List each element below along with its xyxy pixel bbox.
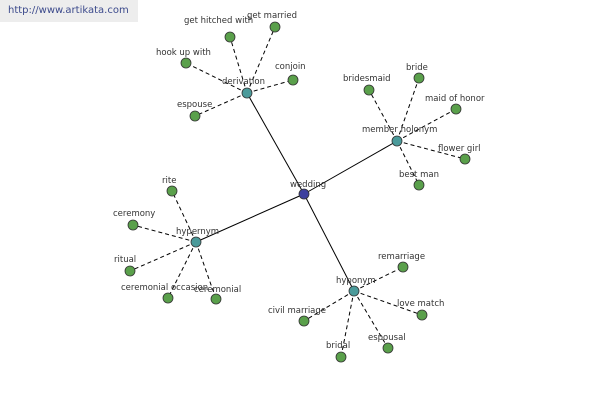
labels-layer: wedding derivation member holonym hypernym h… — [113, 11, 485, 351]
label-espousal: espousal — [368, 333, 406, 343]
edge-member-holonym-bridesmaid — [368, 89, 398, 142]
label-remarriage: remarriage — [378, 252, 425, 262]
label-get-married: get married — [247, 11, 297, 21]
node-hypernym — [190, 236, 202, 248]
edge-member-holonym-flower-girl — [396, 140, 466, 160]
label-ceremonial: ceremonial — [194, 285, 241, 295]
label-conjoin: conjoin — [275, 62, 306, 72]
edge-hyponym-civil-marriage — [303, 290, 355, 322]
node-conjoin — [287, 74, 299, 86]
label-ceremonial-occasion: ceremonial occasion — [121, 283, 208, 293]
edge-hypernym-ceremonial-occasion — [167, 241, 197, 299]
label-best-man: best man — [399, 170, 439, 180]
edge-wedding-hypernym — [195, 193, 305, 243]
edge-derivation-conjoin — [246, 79, 294, 94]
edge-hypernym-ceremonial — [195, 241, 217, 300]
node-hook-up-with — [180, 57, 192, 69]
label-love-match: love match — [397, 299, 444, 309]
label-ceremony: ceremony — [113, 209, 155, 219]
edge-derivation-espouse — [194, 92, 248, 117]
edge-derivation-get-married — [246, 26, 276, 94]
node-flower-girl — [459, 153, 471, 165]
node-ceremonial — [210, 293, 222, 305]
node-remarriage — [397, 261, 409, 273]
watermark-url: http://www.artikata.com — [0, 0, 138, 22]
label-bridal: bridal — [326, 341, 350, 351]
edge-wedding-derivation — [246, 92, 305, 195]
label-hyponym: hyponym — [336, 276, 376, 286]
edge-hyponym-love-match — [353, 290, 423, 316]
label-bride: bride — [406, 63, 428, 73]
node-espousal — [382, 342, 394, 354]
edge-hyponym-bridal — [340, 290, 355, 358]
node-hyponym — [348, 285, 360, 297]
node-bridesmaid — [363, 84, 375, 96]
edge-hypernym-rite — [171, 190, 197, 243]
label-bridesmaid: bridesmaid — [343, 74, 391, 84]
edge-derivation-get-hitched-with — [229, 36, 248, 94]
node-maid-of-honor — [450, 103, 462, 115]
edge-wedding-member-holonym — [303, 140, 398, 195]
node-wedding — [298, 188, 310, 200]
edges-layer — [129, 26, 466, 358]
label-maid-of-honor: maid of honor — [425, 94, 485, 104]
label-flower-girl: flower girl — [438, 144, 481, 154]
edge-hypernym-ritual — [129, 241, 197, 272]
node-civil-marriage — [298, 315, 310, 327]
label-member-holonym: member holonym — [362, 125, 437, 135]
node-derivation — [241, 87, 253, 99]
node-get-hitched-with — [224, 31, 236, 43]
label-derivation: derivation — [222, 77, 265, 87]
node-bride — [413, 72, 425, 84]
label-espouse: espouse — [177, 100, 212, 110]
label-hook-up-with: hook up with — [156, 48, 211, 58]
label-wedding: wedding — [290, 180, 326, 190]
node-bridal — [335, 351, 347, 363]
node-best-man — [413, 179, 425, 191]
node-ceremony — [127, 219, 139, 231]
label-get-hitched-with: get hitched with — [184, 16, 253, 26]
edge-wedding-hyponym — [303, 193, 355, 292]
node-rite — [166, 185, 178, 197]
edge-hyponym-remarriage — [353, 266, 404, 292]
node-ceremonial-occasion — [162, 292, 174, 304]
edge-member-holonym-best-man — [396, 140, 420, 186]
label-ritual: ritual — [114, 255, 136, 265]
node-ritual — [124, 265, 136, 277]
nodes-layer — [124, 21, 471, 363]
label-rite: rite — [162, 176, 176, 186]
node-get-married — [269, 21, 281, 33]
edge-hypernym-ceremony — [132, 224, 197, 243]
label-civil-marriage: civil marriage — [268, 306, 326, 316]
label-hypernym: hypernym — [176, 227, 219, 237]
node-espouse — [189, 110, 201, 122]
edge-derivation-hook-up-with — [185, 62, 248, 94]
node-love-match — [416, 309, 428, 321]
node-member-holonym — [391, 135, 403, 147]
